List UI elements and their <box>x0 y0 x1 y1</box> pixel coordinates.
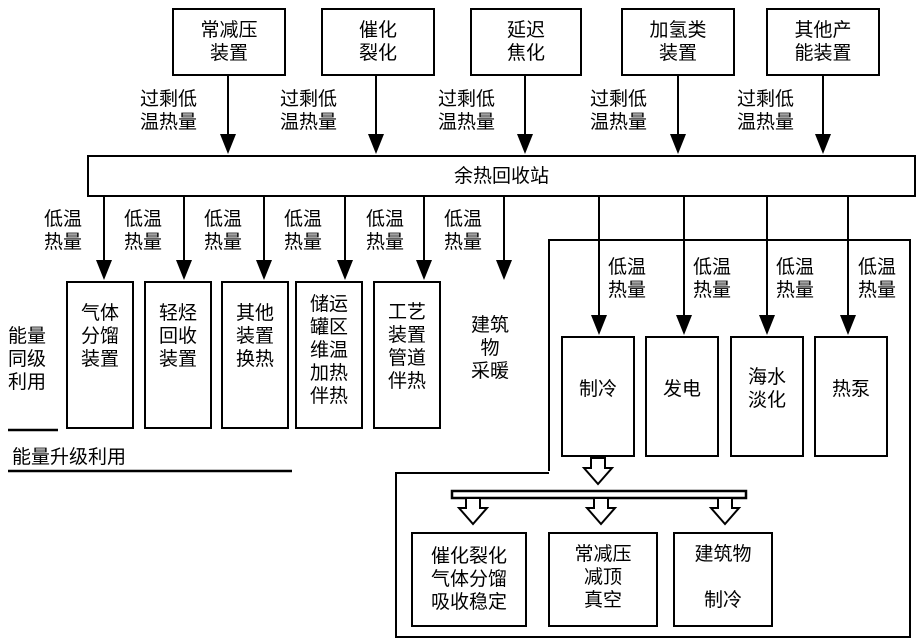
upgrade-box-desalination: 海水 淡化 <box>730 336 804 457</box>
arrowhead-icon <box>416 260 432 280</box>
same-level-label: 工艺 装置 管道 伴热 <box>387 301 426 392</box>
same-level-box-light-hc-recovery: 轻烃 回收 装置 <box>144 281 212 429</box>
branch-arrow-label: 低温 热量 <box>858 256 897 301</box>
branch-arrow-label: 低温 热量 <box>444 208 483 253</box>
upgrade-label: 制冷 <box>578 377 617 400</box>
branch-arrow-label: 低温 热量 <box>124 208 163 253</box>
target-box-fcc-absorption: 催化裂化 气体分馏 吸收稳定 <box>411 532 527 627</box>
source-arrow-label: 过剩低 温热量 <box>438 88 496 133</box>
upgrade-label: 海水 淡化 <box>747 366 786 411</box>
source-arrow-label: 过剩低 温热量 <box>737 88 795 133</box>
source-label: 加氢类 装置 <box>649 19 707 64</box>
source-box-coking: 延迟 焦化 <box>470 8 582 76</box>
same-level-building-heating: 建筑 物 采暖 <box>470 314 509 382</box>
same-level-title: 能量 同级 利用 <box>8 325 47 393</box>
arrowhead-icon <box>337 260 353 280</box>
upgrade-box-refrigeration: 制冷 <box>561 336 635 457</box>
target-box-vacuum-top: 常减压 减顶 真空 <box>548 532 658 627</box>
target-label: 建筑物 制冷 <box>694 543 752 611</box>
branch-arrow-label: 低温 热量 <box>44 208 83 253</box>
same-level-label: 其他 装置 换热 <box>235 301 274 370</box>
arrowhead-icon <box>517 134 533 154</box>
source-arrow-label: 过剩低 温热量 <box>140 88 198 133</box>
upgrade-region-border <box>395 239 911 638</box>
branch-arrow-label: 低温 热量 <box>693 256 732 301</box>
arrowhead-icon <box>368 134 384 154</box>
branch-arrow-label: 低温 热量 <box>608 256 647 301</box>
arrowhead-icon <box>759 315 775 335</box>
hollow-arrow-icon <box>456 497 490 526</box>
arrowhead-icon <box>96 260 112 280</box>
upgrade-label: 发电 <box>662 377 701 400</box>
arrowhead-icon <box>256 260 272 280</box>
source-label: 常减压 装置 <box>200 19 258 64</box>
branch-arrow-label: 低温 热量 <box>366 208 405 253</box>
source-arrow-label: 过剩低 温热量 <box>590 88 648 133</box>
hollow-arrow-icon <box>708 497 742 526</box>
source-box-other-units: 其他产 能装置 <box>766 8 880 76</box>
same-level-label: 轻烃 回收 装置 <box>158 301 197 370</box>
upgrade-title: 能量升级利用 <box>12 446 127 468</box>
branch-arrow-label: 低温 热量 <box>776 256 815 301</box>
same-level-label: 储运 罐区 维温 加热 伴热 <box>309 292 348 407</box>
target-label: 催化裂化 气体分馏 吸收稳定 <box>430 545 507 613</box>
target-box-building-cooling: 建筑物 制冷 <box>673 532 773 627</box>
upgrade-box-power: 发电 <box>645 336 719 457</box>
arrowhead-icon <box>220 134 236 154</box>
arrowhead-icon <box>676 315 692 335</box>
arrowhead-icon <box>176 260 192 280</box>
same-level-label: 气体 分馏 装置 <box>80 301 119 370</box>
branch-arrow-label: 低温 热量 <box>204 208 243 253</box>
source-label: 延迟 焦化 <box>506 19 545 64</box>
waste-heat-recovery-station: 余热回收站 <box>87 155 916 197</box>
source-arrow-label: 过剩低 温热量 <box>280 88 338 133</box>
arrowhead-icon <box>496 260 512 280</box>
source-box-hydro: 加氢类 装置 <box>621 8 735 76</box>
upgrade-label: 热泵 <box>831 377 870 400</box>
same-level-box-other-heat-exchange: 其他 装置 换热 <box>221 281 289 429</box>
branch-arrow-label: 低温 热量 <box>284 208 323 253</box>
target-label: 常减压 减顶 真空 <box>574 543 632 611</box>
arrowhead-icon <box>840 315 856 335</box>
hollow-arrow-icon <box>584 497 618 526</box>
distribution-bar <box>450 489 748 500</box>
arrowhead-icon <box>670 134 686 154</box>
source-box-fcc: 催化 裂化 <box>321 8 435 76</box>
upgrade-box-heat-pump: 热泵 <box>814 336 888 457</box>
same-level-box-pipe-tracing: 工艺 装置 管道 伴热 <box>373 281 441 429</box>
station-label: 余热回收站 <box>453 164 549 187</box>
arrowhead-icon <box>815 134 831 154</box>
source-label: 催化 裂化 <box>358 19 397 64</box>
same-level-box-gas-fractionation: 气体 分馏 装置 <box>66 281 134 429</box>
arrowhead-icon <box>591 315 607 335</box>
hollow-arrow-icon <box>581 457 615 486</box>
source-label: 其他产 能装置 <box>794 19 852 64</box>
same-level-box-tank-heating: 储运 罐区 维温 加热 伴热 <box>295 281 363 429</box>
source-box-atmos-vacuum: 常减压 装置 <box>172 8 286 76</box>
